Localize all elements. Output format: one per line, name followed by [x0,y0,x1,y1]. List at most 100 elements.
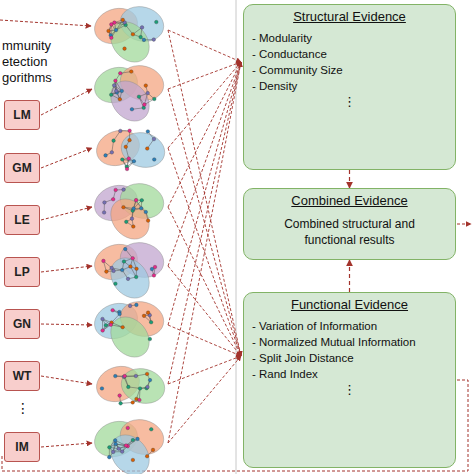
network-vertex [111,197,115,201]
network-vertex [134,198,138,202]
network-vertex [109,323,113,327]
network-vertex [152,38,156,42]
network-vertex [145,147,149,151]
network-vertex [128,138,132,142]
network-vertex [118,71,122,75]
network-vertex [139,35,143,39]
algorithm-box: WT [4,361,40,391]
network-vertex [140,26,144,30]
box-item: - Conductance [252,46,447,62]
network-vertex [134,275,138,279]
box-item: - Rand Index [252,366,447,382]
network-vertex [114,79,118,83]
evidence-arrow [168,356,241,384]
network-vertex [120,268,124,272]
box-item: ⋮ [252,382,447,398]
box-item: - Density [252,78,447,94]
algorithm-box: LP [4,257,40,287]
network-vertex [134,374,138,378]
network-illustration [90,238,168,306]
network-vertex [152,274,156,278]
flow-arrow [349,260,350,292]
network-vertex [143,103,147,107]
algorithm-arrow [41,443,92,447]
network-vertex [140,198,144,202]
box-item: - Variation of Information [252,318,447,334]
network-vertex [128,129,132,133]
box-heading: Functional Evidence [252,297,447,312]
box-item: ⋮ [252,94,447,110]
network-vertex [114,89,118,93]
community-region [103,250,157,306]
evidence-arrow [168,325,241,356]
network-vertex [145,454,149,458]
network-illustration [90,2,168,70]
network-vertex [130,107,134,111]
network-vertex [111,308,115,312]
network-vertex [126,277,130,281]
network-vertex [146,130,150,134]
network-vertex [127,385,131,389]
network-vertex [114,188,118,192]
algorithm-arrow [41,376,92,384]
network-vertex [128,304,132,308]
network-vertex [130,217,134,221]
ellipsis-mark: ⋮ [16,400,30,416]
evidence-arrow [168,266,241,356]
network-vertex [137,95,141,99]
community-region [117,128,168,172]
column-heading: mmunity etection gorithms [2,38,58,86]
network-vertex [105,270,109,274]
network-vertex [120,89,124,93]
network-vertex [107,29,111,33]
network-vertex [131,438,135,442]
algorithm-arrow [41,266,92,272]
algorithm-name: GN [13,317,31,331]
network-vertex [113,439,117,443]
network-vertex [123,47,127,51]
box-heading: Combined Evidence [252,193,447,208]
network-illustration [90,179,168,247]
algorithm-arrow [41,89,92,115]
network-vertex [142,106,146,110]
network-vertex [112,139,116,143]
evidence-arrow [168,30,241,356]
network-vertex [131,458,135,462]
evidence-arrow [168,30,241,62]
network-vertex [142,38,146,42]
network-vertex [118,394,122,398]
network-vertex [122,260,126,264]
evidence-arrow [168,356,241,443]
network-vertex [121,18,125,22]
network-vertex [111,450,115,454]
network-vertex [108,455,112,459]
network-vertex [142,314,146,318]
network-vertex [112,269,116,273]
algorithm-name: LP [14,265,29,279]
network-vertex [110,23,114,27]
algorithm-arrow [41,324,92,325]
network-vertex [114,442,118,446]
evidence-arrow [168,62,241,325]
output-arrow [457,224,471,225]
network-vertex [125,167,129,171]
evidence-arrow [168,148,241,356]
network-vertex [146,385,150,389]
network-vertex [122,205,126,209]
box-item: - Normalized Mutual Information [252,334,447,350]
box-item: - Modularity [252,30,447,46]
network-vertex [144,210,148,214]
evidence-box: Functional Evidence - Variation of Inform… [243,292,456,468]
network-vertex [119,402,123,406]
network-vertex [146,91,150,95]
algorithm-arrow [41,148,92,168]
network-vertex [138,387,142,391]
network-vertex [108,446,112,450]
algorithm-name: LE [14,213,29,227]
network-vertex [131,256,135,260]
network-vertex [145,372,149,376]
box-item: - Community Size [252,62,447,78]
network-vertex [124,220,128,224]
network-vertex [110,36,114,40]
